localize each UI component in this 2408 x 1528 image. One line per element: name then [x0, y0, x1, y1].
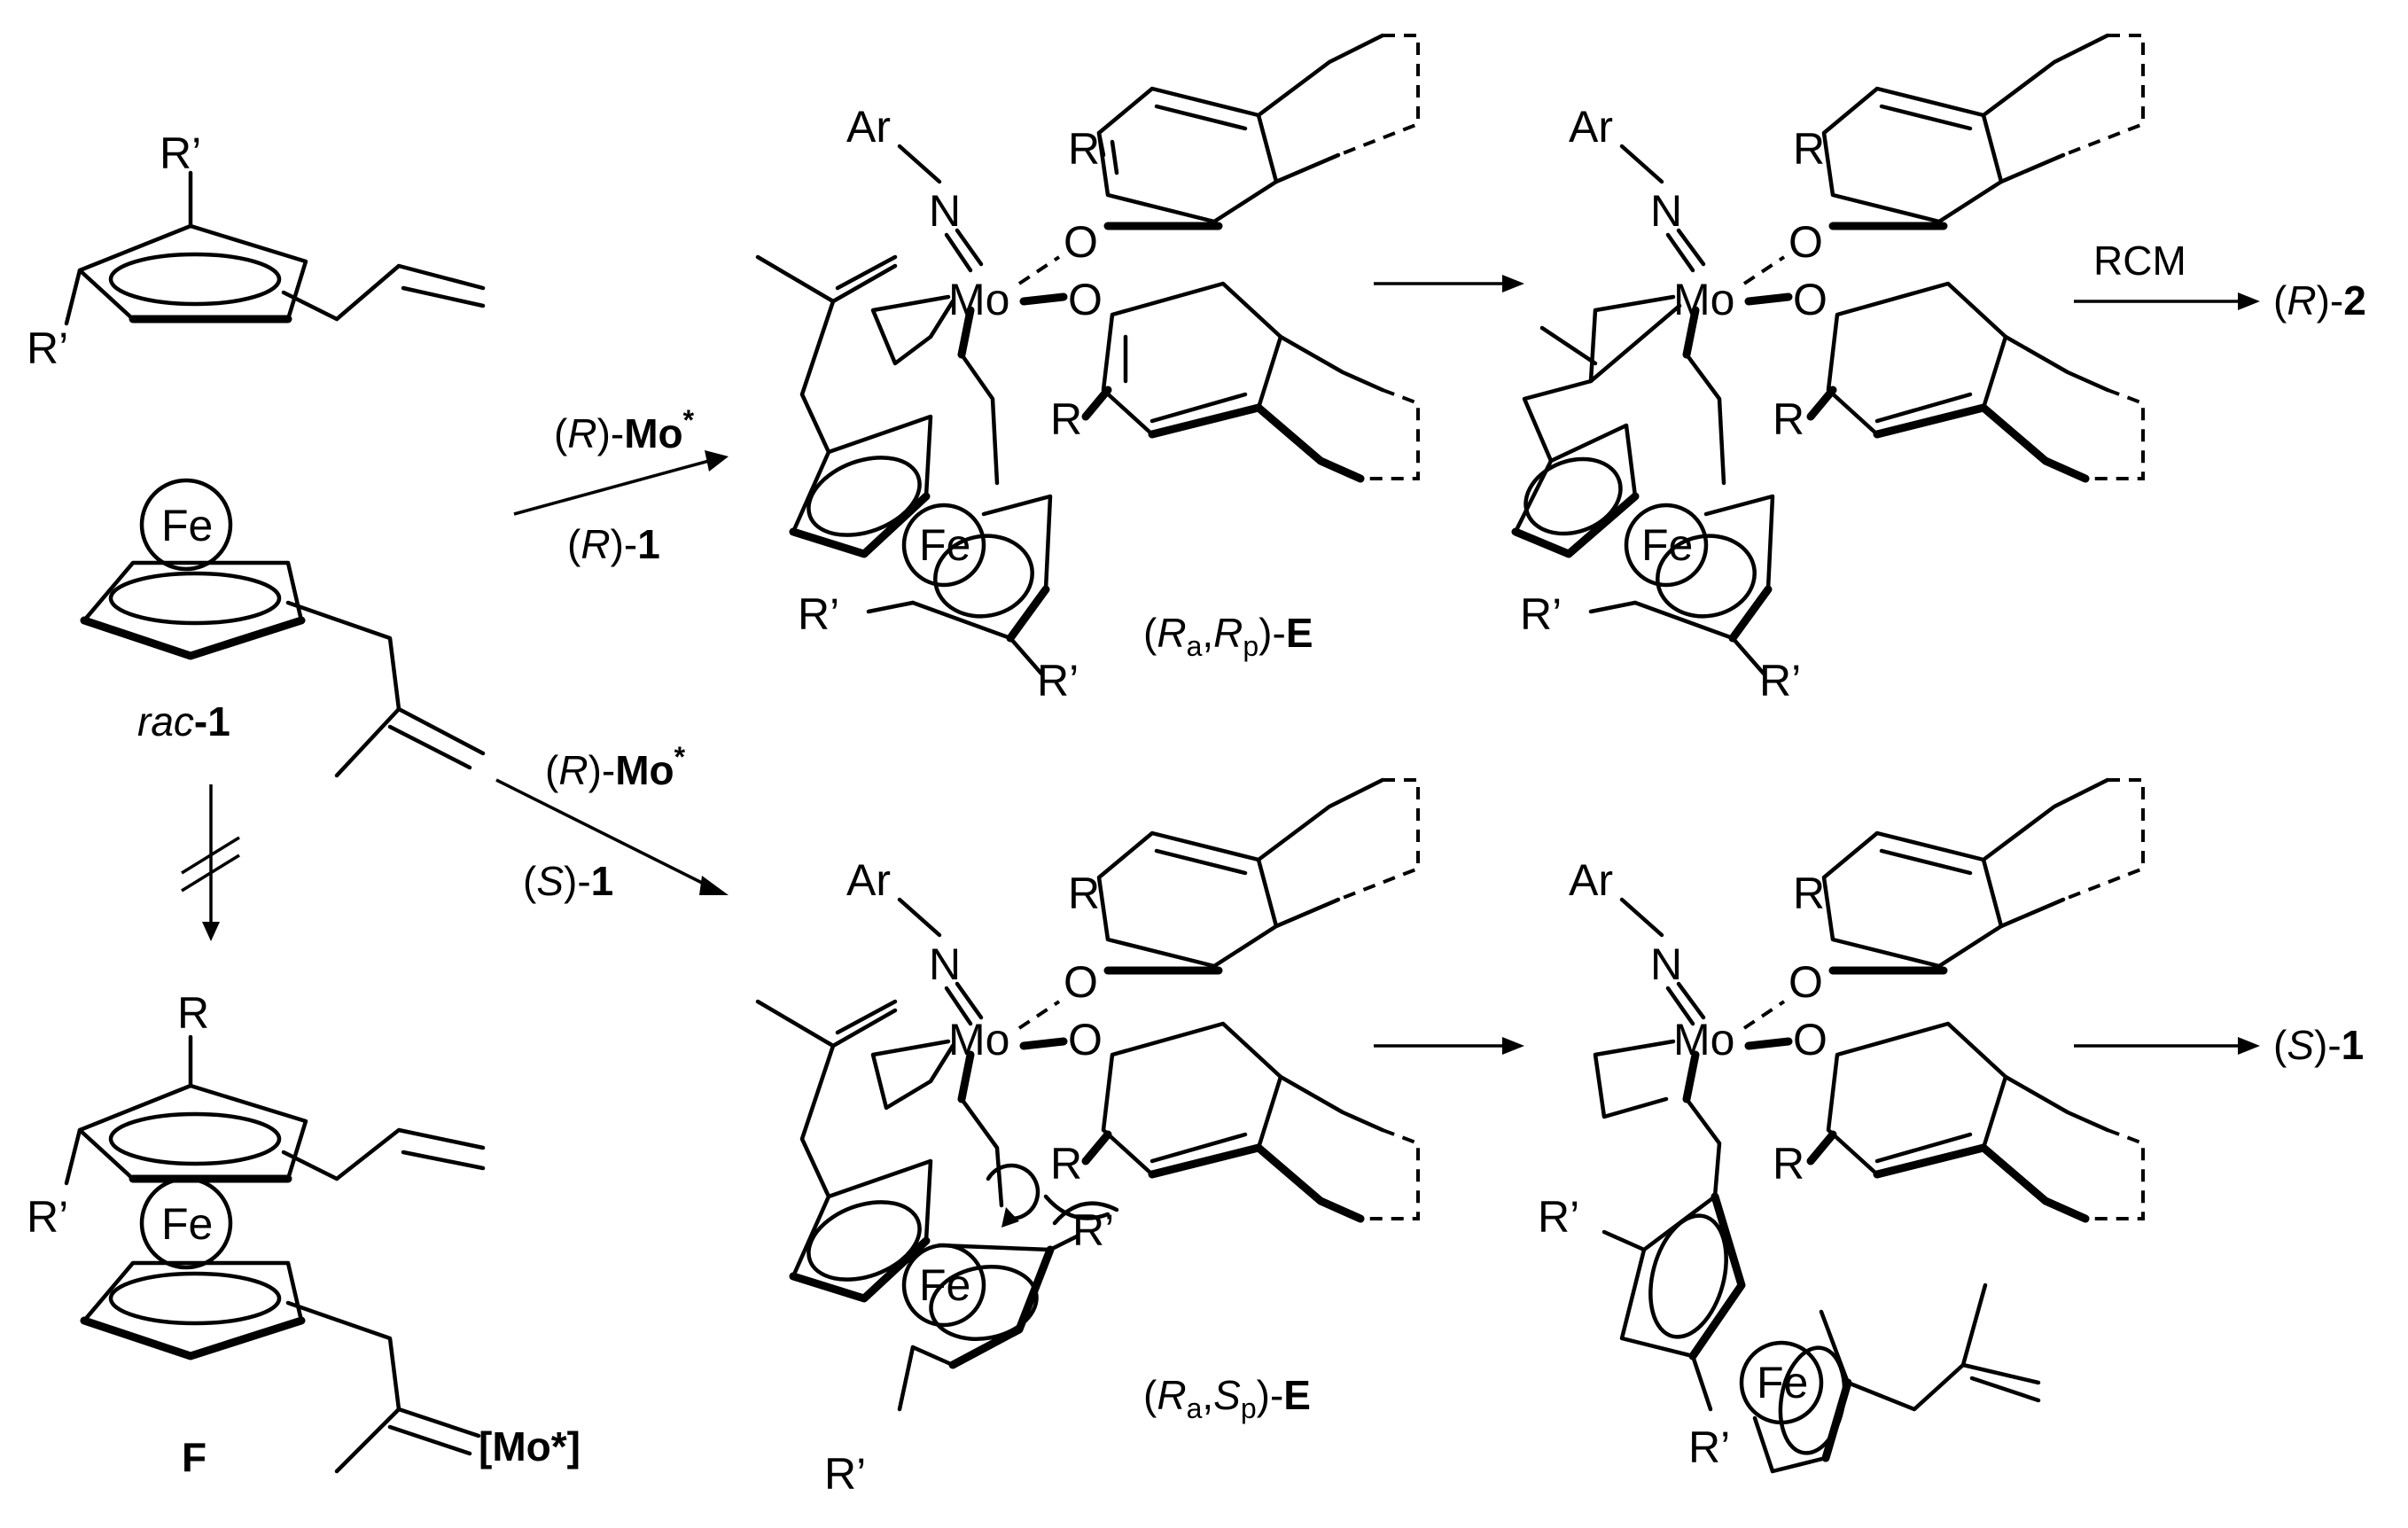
f-fe: Fe [161, 1199, 213, 1249]
top-e-mo: Mo [948, 275, 1009, 324]
bottom-arrow-reagent: (R)-Mo* [545, 741, 686, 793]
rac-1-structure: R’ R’ Fe rac-1 [27, 129, 486, 778]
arrow-top-branch: (R)-Mo* (R)-1 [513, 404, 729, 567]
f-r-prime-left: R’ [27, 1192, 68, 1242]
bot-e-label: (Ra,Sp)-E [1143, 1372, 1311, 1424]
tr-ar: Ar [1569, 102, 1613, 152]
bot-e-r-upper: R [1068, 869, 1100, 918]
top-e-fe: Fe [919, 520, 970, 570]
tr-n: N [1650, 186, 1682, 236]
arrow-to-s1: (S)-1 [2074, 1022, 2364, 1068]
br-o-lower: O [1793, 1015, 1827, 1064]
intermediate-ra-sp-e: Ar N Mo O O R R Fe [755, 777, 1420, 1499]
intermediate-top-right: Ar N Mo O O R R Fe [1511, 33, 2145, 706]
bot-e-o-lower: O [1068, 1015, 1103, 1064]
tr-r-prime-right: R’ [1759, 656, 1801, 706]
top-e-o-lower: O [1068, 275, 1103, 324]
tr-r-prime-left: R’ [1520, 589, 1562, 639]
product-r-2: (R)-2 [2273, 277, 2366, 324]
f-fe-circle [139, 1176, 233, 1270]
intermediate-bottom-right: Ar N Mo O O R R R’ R’ Fe [1538, 777, 2145, 1474]
compound-f-structure: R R’ Fe F [Mo*] [27, 988, 581, 1480]
tr-mo: Mo [1673, 275, 1734, 324]
top-e-n: N [929, 186, 961, 236]
arrow-bottom-middle [1374, 1037, 1524, 1055]
arrow-top-middle [1374, 275, 1524, 292]
bot-e-ar: Ar [846, 855, 891, 905]
arrow-bottom-branch: (R)-Mo* (S)-1 [495, 741, 729, 904]
top-arrow-substrate: (R)-1 [567, 521, 660, 567]
top-e-r-lower: R [1050, 394, 1082, 444]
tr-fe: Fe [1641, 520, 1693, 570]
rac1-label: rac-1 [137, 698, 230, 745]
blocked-arrow [181, 784, 240, 941]
top-e-r-prime-left: R’ [798, 589, 839, 639]
top-e-ar: Ar [846, 102, 891, 152]
arrow-rcm: RCM (R)-2 [2074, 238, 2366, 324]
tr-o-lower: O [1793, 275, 1827, 324]
tr-fe-circle [1624, 503, 1709, 588]
br-r-prime-top: R’ [1538, 1192, 1579, 1242]
intermediate-ra-rp-e: Ar N Mo O O R R [755, 33, 1420, 706]
br-n: N [1650, 939, 1682, 989]
rac1-fe-circle [139, 478, 233, 572]
br-o-upper: O [1788, 957, 1823, 1007]
mo-star-complex: [Mo*] [479, 1423, 581, 1470]
f-r-top: R [177, 988, 209, 1038]
bottom-arrow-substrate: (S)-1 [523, 858, 613, 904]
f-label: F [182, 1434, 207, 1480]
br-r-lower: R [1773, 1139, 1804, 1189]
br-mo: Mo [1673, 1015, 1734, 1064]
rac1-fe: Fe [161, 501, 213, 550]
rcm-label: RCM [2093, 238, 2186, 284]
tr-o-upper: O [1788, 217, 1823, 267]
bot-e-r-prime-left: R’ [824, 1449, 866, 1499]
tr-r-upper: R [1793, 124, 1825, 174]
rac1-r-prime-top: R’ [160, 129, 201, 178]
bot-e-o-upper: O [1064, 957, 1098, 1007]
tr-r-lower: R [1773, 394, 1804, 444]
bot-e-fe: Fe [919, 1260, 970, 1310]
top-e-r-prime-right: R’ [1037, 656, 1079, 706]
bot-e-n: N [929, 939, 961, 989]
rac1-r-prime-left: R’ [27, 324, 68, 373]
top-e-label: (Ra,Rp)-E [1143, 610, 1313, 662]
top-arrow-reagent: (R)-Mo* [554, 404, 695, 456]
br-r-upper: R [1793, 869, 1825, 918]
bot-e-mo: Mo [948, 1015, 1009, 1064]
top-e-r-upper: R [1068, 124, 1100, 174]
br-ar: Ar [1569, 855, 1613, 905]
top-e-o-upper: O [1064, 217, 1098, 267]
product-s-1: (S)-1 [2273, 1022, 2364, 1068]
bot-e-r-lower: R [1050, 1139, 1082, 1189]
top-e-fe-circle [901, 503, 986, 588]
br-r-prime-bottom: R’ [1688, 1423, 1730, 1472]
